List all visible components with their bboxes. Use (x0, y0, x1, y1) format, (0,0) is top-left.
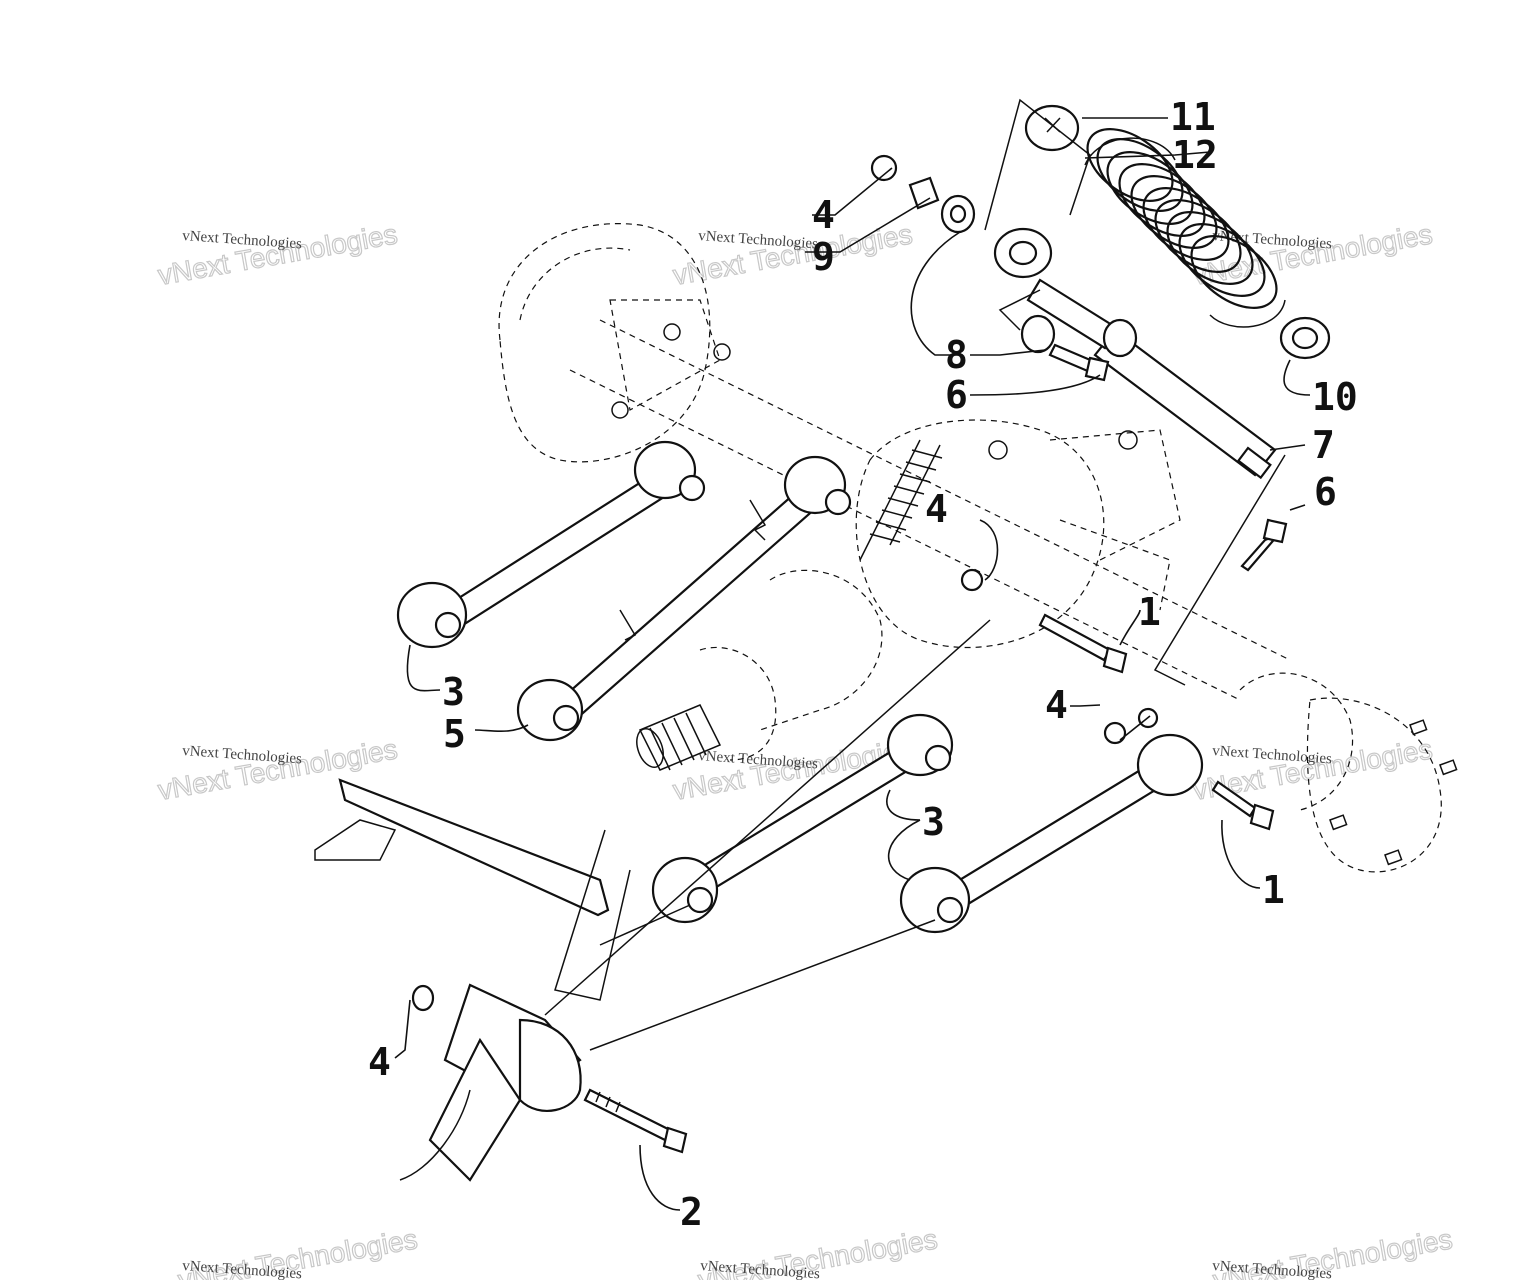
callout-labels: 11 12 4 9 8 6 10 7 6 4 1 4 1 3 5 3 4 2 (368, 95, 1358, 1234)
spring-retainer (1024, 104, 1080, 152)
callout-label: 1 (1138, 590, 1161, 634)
callout-label: 4 (812, 193, 835, 237)
watermark-group: vNext Technologies vNext Technologies vN… (155, 218, 1455, 1280)
bump-stop-boot (859, 439, 943, 561)
coil-spring (1084, 128, 1286, 328)
callout-label: 9 (812, 235, 835, 279)
callout-label: 3 (442, 670, 465, 714)
callout-label: 6 (1314, 470, 1337, 514)
spring-seat-hole (1291, 326, 1319, 350)
leader-lines (394, 98, 1311, 1211)
watermark-small: vNext Technologies (182, 1258, 303, 1280)
frame (314, 778, 631, 1182)
upper-link-arms (396, 440, 852, 742)
watermark-small: vNext Technologies (700, 1258, 821, 1280)
callout-label: 2 (680, 1190, 703, 1234)
callout-label: 4 (1045, 683, 1068, 727)
callout-label: 3 (922, 800, 945, 844)
nut (411, 984, 435, 1012)
callout-label: 8 (945, 333, 968, 377)
lower-link-arms (651, 713, 1204, 934)
nut (1103, 721, 1127, 745)
callout-label: 4 (925, 487, 948, 531)
callout-label: 10 (1312, 375, 1358, 419)
callout-label: 12 (1172, 133, 1218, 177)
nut (960, 568, 984, 592)
bolts (583, 518, 1288, 1154)
callout-label: 4 (368, 1040, 391, 1084)
callout-label: 1 (1262, 868, 1285, 912)
axle-housing (498, 223, 1458, 873)
callout-label: 7 (1312, 423, 1335, 467)
top-mount-hardware (870, 154, 1110, 382)
watermark-small: vNext Technologies (1212, 1258, 1333, 1280)
callout-label: 11 (1170, 95, 1216, 139)
shock-absorber (993, 227, 1277, 480)
callout-label: 5 (443, 712, 466, 756)
callout-label: 6 (945, 373, 968, 417)
